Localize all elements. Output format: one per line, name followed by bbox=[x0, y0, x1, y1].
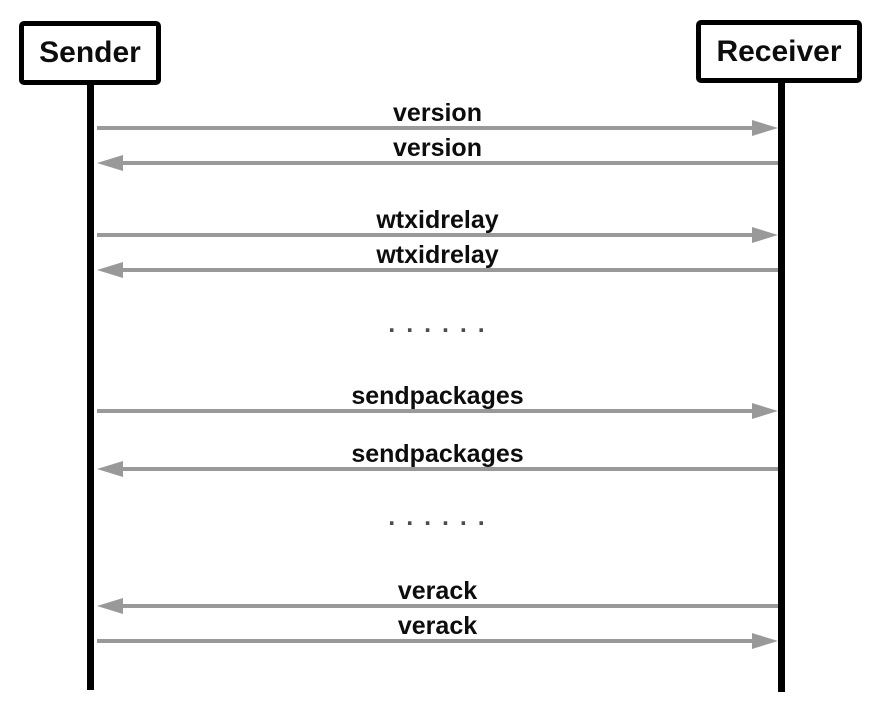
message-label: version bbox=[393, 134, 482, 162]
arrowhead-left-icon bbox=[97, 598, 123, 614]
message-label: wtxidrelay bbox=[376, 241, 499, 269]
message-version-to-receiver: version bbox=[97, 96, 778, 136]
message-label: version bbox=[393, 99, 482, 127]
message-line bbox=[97, 233, 756, 237]
message-line bbox=[119, 161, 778, 165]
actor-label-receiver: Receiver bbox=[716, 34, 842, 68]
actor-box-sender: Sender bbox=[19, 21, 161, 85]
arrowhead-right-icon bbox=[752, 633, 778, 649]
message-line bbox=[97, 639, 756, 643]
message-verack-to-sender: verack bbox=[97, 574, 778, 614]
ellipsis-dots: . . . . . . bbox=[388, 503, 487, 531]
ellipsis-dots: . . . . . . bbox=[388, 310, 487, 338]
message-line bbox=[119, 268, 778, 272]
message-line bbox=[119, 467, 778, 471]
lifeline-sender bbox=[87, 83, 94, 690]
message-label: sendpackages bbox=[351, 440, 524, 468]
message-line bbox=[119, 604, 778, 608]
actor-label-sender: Sender bbox=[39, 36, 141, 69]
arrowhead-right-icon bbox=[752, 227, 778, 243]
message-sendpackages-to-receiver: sendpackages bbox=[97, 379, 778, 419]
message-version-to-sender: version bbox=[97, 131, 778, 171]
arrowhead-left-icon bbox=[97, 262, 123, 278]
message-line bbox=[97, 126, 756, 130]
message-label: sendpackages bbox=[351, 382, 524, 410]
arrowhead-right-icon bbox=[752, 120, 778, 136]
actor-box-receiver: Receiver bbox=[696, 20, 862, 83]
message-wtxidrelay-to-sender: wtxidrelay bbox=[97, 238, 778, 278]
message-sendpackages-to-sender: sendpackages bbox=[97, 437, 778, 477]
message-wtxidrelay-to-receiver: wtxidrelay bbox=[97, 203, 778, 243]
message-label: verack bbox=[397, 577, 478, 605]
arrowhead-right-icon bbox=[752, 403, 778, 419]
message-line bbox=[97, 409, 756, 413]
arrowhead-left-icon bbox=[97, 461, 123, 477]
lifeline-receiver bbox=[778, 81, 785, 692]
message-label: verack bbox=[397, 612, 478, 640]
message-verack-to-receiver: verack bbox=[97, 609, 778, 649]
arrowhead-left-icon bbox=[97, 155, 123, 171]
message-label: wtxidrelay bbox=[376, 206, 499, 234]
